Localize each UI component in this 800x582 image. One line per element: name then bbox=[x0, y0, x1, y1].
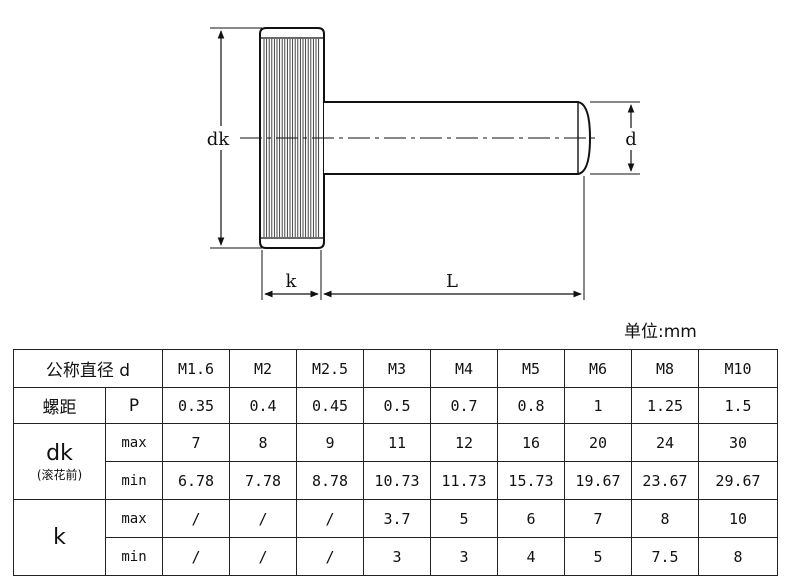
dk-min-cell: 23.67 bbox=[631, 461, 699, 500]
dk-min-cell: 8.78 bbox=[296, 461, 364, 500]
k-max-cell: / bbox=[229, 499, 297, 538]
dk-max-cell: 7 bbox=[162, 423, 230, 462]
l-dimension: L bbox=[323, 176, 585, 300]
k-min-row: min / / / 3 3 4 5 7.5 8 bbox=[14, 537, 778, 576]
dk-max-cell: 24 bbox=[631, 423, 699, 462]
k-max-cell: 8 bbox=[631, 499, 699, 538]
max-label: max bbox=[105, 499, 163, 538]
size-cell: M10 bbox=[698, 349, 778, 388]
pitch-cell: 1.5 bbox=[698, 387, 778, 424]
size-cell: M6 bbox=[564, 349, 632, 388]
k-min-cell: / bbox=[296, 537, 364, 576]
pitch-cell: 0.45 bbox=[296, 387, 364, 424]
nominal-diameter-label: 公称直径 d bbox=[13, 349, 163, 388]
dk-row-label: dk bbox=[46, 440, 73, 466]
dk-max-row: dk (滚花前) max 7 8 9 11 12 16 20 24 30 bbox=[13, 423, 778, 500]
d-label: d bbox=[625, 129, 637, 150]
k-min-cell: 3 bbox=[363, 537, 431, 576]
k-row-label: k bbox=[13, 499, 106, 576]
pitch-cell: 1.25 bbox=[631, 387, 699, 424]
unit-note: 单位:mm bbox=[624, 322, 697, 342]
k-min-cell: 7.5 bbox=[631, 537, 699, 576]
dk-max-cell: 16 bbox=[497, 423, 565, 462]
dk-row-sublabel: (滚花前) bbox=[36, 467, 83, 482]
dk-min-cell: 29.67 bbox=[698, 461, 778, 500]
d-dimension: d bbox=[590, 101, 641, 175]
pitch-cell: 0.8 bbox=[497, 387, 565, 424]
size-cell: M2 bbox=[229, 349, 297, 388]
min-label: min bbox=[105, 537, 163, 576]
size-cell: M4 bbox=[430, 349, 498, 388]
dk-dimension: dk bbox=[203, 27, 262, 249]
k-min-cell: / bbox=[229, 537, 297, 576]
dk-max-cell: 30 bbox=[698, 423, 778, 462]
dk-max-cell: 8 bbox=[229, 423, 297, 462]
pitch-cell: 0.35 bbox=[162, 387, 230, 424]
dk-max-cell: 20 bbox=[564, 423, 632, 462]
min-label: min bbox=[105, 461, 163, 500]
k-label: k bbox=[286, 271, 298, 292]
size-cell: M5 bbox=[497, 349, 565, 388]
pitch-cell: 0.4 bbox=[229, 387, 297, 424]
pitch-cell: 0.7 bbox=[430, 387, 498, 424]
l-label: L bbox=[446, 271, 458, 292]
k-max-cell: / bbox=[162, 499, 230, 538]
k-max-cell: 3.7 bbox=[363, 499, 431, 538]
k-min-cell: 8 bbox=[698, 537, 778, 576]
max-label: max bbox=[105, 423, 163, 462]
k-min-cell: / bbox=[162, 537, 230, 576]
k-max-cell: 7 bbox=[564, 499, 632, 538]
dk-min-cell: 10.73 bbox=[363, 461, 431, 500]
dk-max-cell: 11 bbox=[363, 423, 431, 462]
dk-min-cell: 19.67 bbox=[564, 461, 632, 500]
pitch-row: 螺距 P 0.35 0.4 0.45 0.5 0.7 0.8 1 1.25 1.… bbox=[13, 387, 778, 424]
k-max-cell: 6 bbox=[497, 499, 565, 538]
k-min-cell: 4 bbox=[497, 537, 565, 576]
size-cell: M3 bbox=[363, 349, 431, 388]
k-max-cell: / bbox=[296, 499, 364, 538]
dk-row-header: dk (滚花前) bbox=[13, 423, 106, 500]
dk-min-cell: 15.73 bbox=[497, 461, 565, 500]
dk-min-row: min 6.78 7.78 8.78 10.73 11.73 15.73 19.… bbox=[14, 461, 778, 500]
dk-max-cell: 9 bbox=[296, 423, 364, 462]
k-max-cell: 10 bbox=[698, 499, 778, 538]
dk-min-cell: 6.78 bbox=[162, 461, 230, 500]
pitch-symbol: P bbox=[105, 387, 163, 424]
screw-drawing: dk d k L bbox=[203, 27, 641, 300]
dk-min-cell: 11.73 bbox=[430, 461, 498, 500]
size-cell: M2.5 bbox=[296, 349, 364, 388]
k-dimension: k bbox=[261, 250, 322, 300]
pitch-cell: 1 bbox=[564, 387, 632, 424]
dk-label: dk bbox=[207, 129, 231, 150]
dk-min-cell: 7.78 bbox=[229, 461, 297, 500]
k-min-cell: 3 bbox=[430, 537, 498, 576]
size-cell: M8 bbox=[631, 349, 699, 388]
k-min-cell: 5 bbox=[564, 537, 632, 576]
k-max-row: k max / / / 3.7 5 6 7 8 10 bbox=[13, 499, 778, 576]
pitch-label: 螺距 bbox=[13, 387, 106, 424]
header-row: 公称直径 d M1.6 M2 M2.5 M3 M4 M5 M6 M8 M10 bbox=[13, 349, 778, 388]
spec-table: 公称直径 d M1.6 M2 M2.5 M3 M4 M5 M6 M8 M10 螺… bbox=[13, 349, 778, 576]
k-max-cell: 5 bbox=[430, 499, 498, 538]
dk-max-cell: 12 bbox=[430, 423, 498, 462]
size-cell: M1.6 bbox=[162, 349, 230, 388]
pitch-cell: 0.5 bbox=[363, 387, 431, 424]
